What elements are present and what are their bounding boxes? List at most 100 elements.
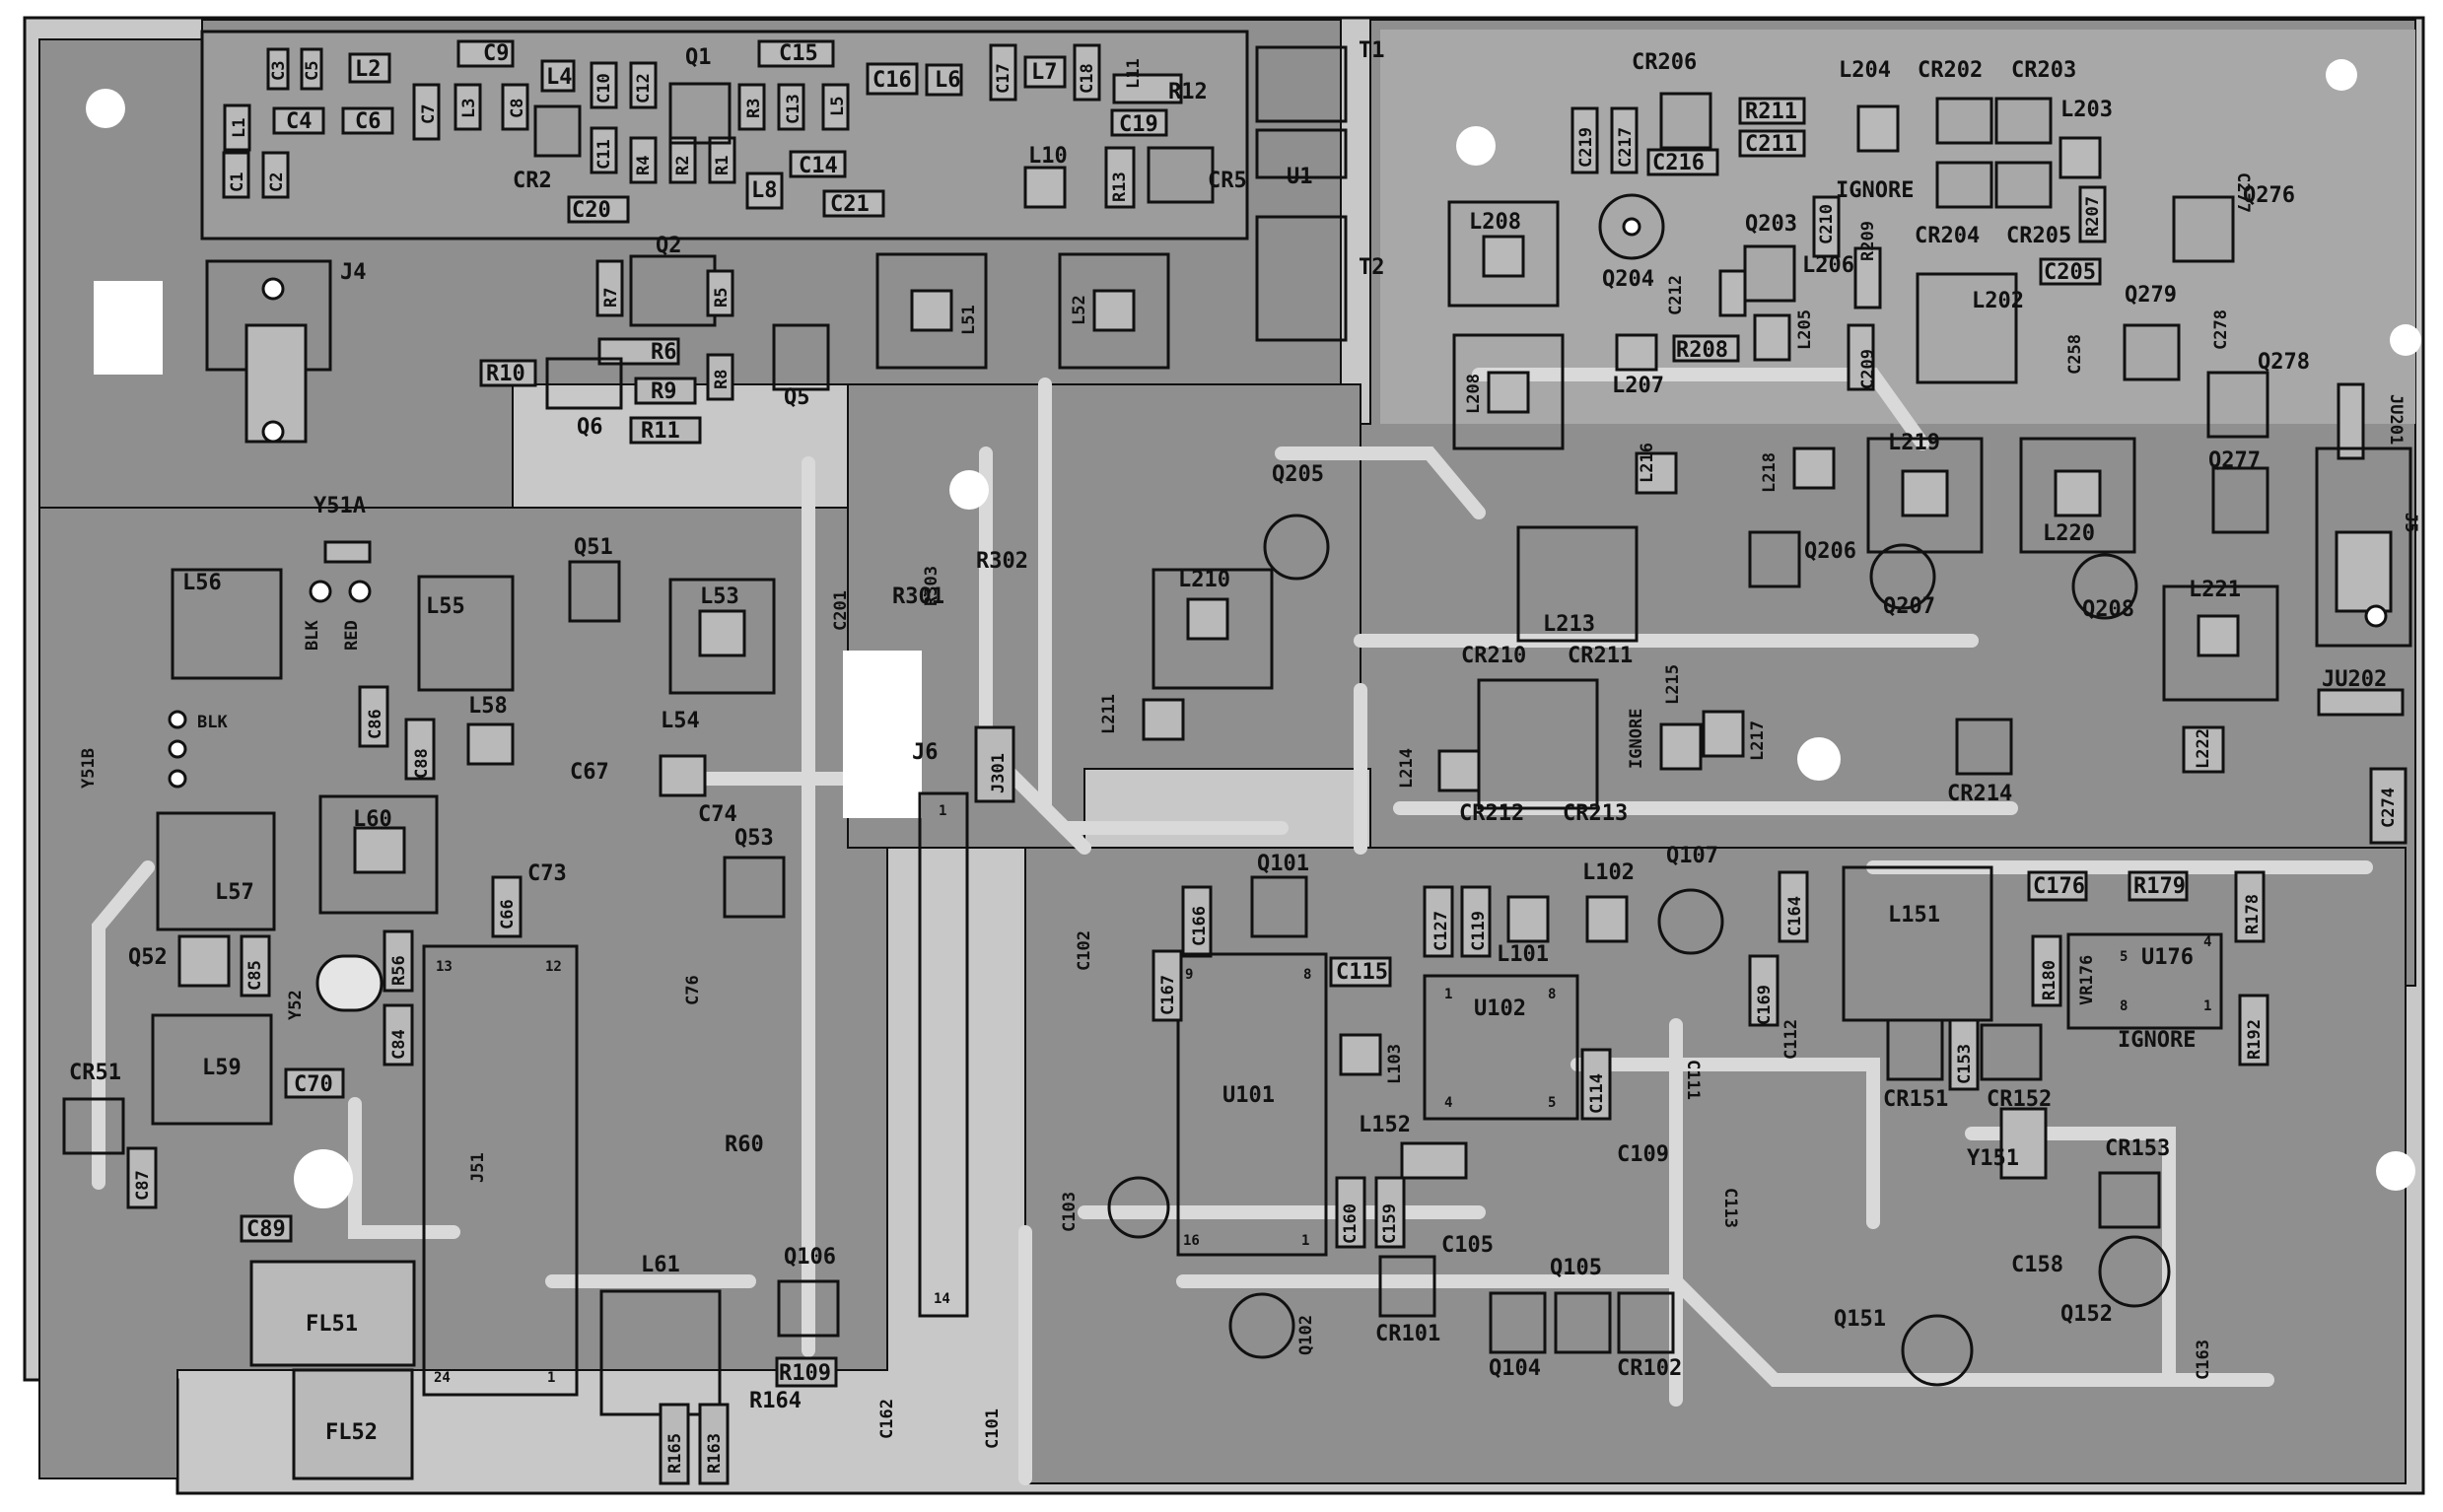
label-Q53: Q53 [734, 826, 774, 851]
label-R3: R3 [744, 99, 764, 118]
label-C216: C216 [1652, 151, 1705, 175]
label-R56: R56 [389, 955, 409, 986]
label-C1: C1 [228, 172, 247, 192]
pin-number: 8 [2120, 998, 2128, 1014]
label-Q203: Q203 [1745, 212, 1797, 237]
label-C102: C102 [1075, 930, 1094, 971]
label-J5: J5 [2401, 513, 2420, 532]
label-C164: C164 [1785, 896, 1805, 936]
label-Y51A: Y51A [314, 494, 366, 518]
label-R60: R60 [725, 1133, 764, 1157]
label-IGNORE-1: IGNORE [1836, 178, 1914, 203]
ic-u1 [1255, 128, 1348, 179]
label-U102: U102 [1474, 997, 1526, 1021]
ic-u51-j51 [422, 944, 579, 1397]
label-C10: C10 [594, 73, 614, 103]
label-CR210: CR210 [1461, 644, 1526, 668]
label-C14: C14 [799, 154, 838, 178]
label-R109: R109 [779, 1361, 831, 1386]
label-Q277: Q277 [2208, 448, 2261, 473]
label-C219: C219 [1576, 127, 1596, 168]
label-CR51: CR51 [69, 1061, 121, 1085]
label-R180: R180 [2040, 960, 2059, 1000]
rf-frontend-components [222, 39, 1348, 342]
label-L52: L52 [1070, 295, 1089, 325]
label-R208: R208 [1676, 338, 1728, 363]
pin-number: 1 [1444, 987, 1452, 1002]
label-C18: C18 [1078, 63, 1097, 94]
pin-number: 24 [434, 1370, 451, 1386]
label-R5: R5 [712, 288, 732, 308]
ic-u102 [1423, 974, 1579, 1121]
label-CR203: CR203 [2011, 58, 2076, 83]
label-C13: C13 [784, 94, 803, 124]
label-L57: L57 [215, 880, 254, 905]
label-C7: C7 [419, 104, 439, 124]
label-C278: C278 [2211, 309, 2231, 350]
label-L210: L210 [1178, 568, 1230, 592]
pin-number: 4 [1444, 1095, 1452, 1111]
label-C15: C15 [779, 41, 818, 66]
label-L221: L221 [2189, 578, 2241, 602]
label-CR202: CR202 [1918, 58, 1983, 83]
label-C209: C209 [1858, 349, 1878, 389]
label-L6: L6 [935, 68, 961, 93]
pin-number: 16 [1183, 1233, 1200, 1249]
label-C87: C87 [133, 1170, 153, 1201]
label-R8: R8 [712, 370, 732, 389]
label-L2: L2 [355, 57, 382, 82]
label-R9: R9 [651, 379, 677, 404]
label-J301: J301 [989, 753, 1009, 793]
pin-number: 9 [1185, 967, 1193, 983]
label-L216: L216 [1638, 443, 1657, 483]
label-R13: R13 [1110, 172, 1130, 202]
bottom-section-components [918, 725, 2269, 1387]
label-U176: U176 [2141, 945, 2194, 970]
label-Q208: Q208 [2082, 597, 2134, 622]
label-C217: C217 [1616, 127, 1636, 168]
label-JU202: JU202 [2322, 667, 2387, 692]
label-L8: L8 [751, 178, 778, 203]
label-C119: C119 [1469, 911, 1489, 951]
label-J4: J4 [340, 260, 367, 285]
label-C162: C162 [877, 1399, 897, 1439]
label-Q276: Q276 [2243, 183, 2295, 208]
label-Q279: Q279 [2125, 283, 2177, 308]
label-R192: R192 [2245, 1019, 2265, 1060]
label-L51: L51 [959, 305, 979, 335]
label-T1: T1 [1359, 38, 1385, 63]
label-L214: L214 [1397, 748, 1417, 789]
label-Q151: Q151 [1834, 1307, 1886, 1332]
label-C167: C167 [1158, 975, 1178, 1015]
label-L5: L5 [828, 97, 848, 116]
label-CR211: CR211 [1568, 644, 1633, 668]
label-C169: C169 [1755, 985, 1775, 1025]
label-C8: C8 [508, 99, 527, 118]
label-C159: C159 [1380, 1203, 1400, 1244]
label-R302: R302 [976, 549, 1028, 574]
label-R4: R4 [634, 156, 654, 175]
label-C2: C2 [267, 172, 287, 192]
label-J6: J6 [912, 740, 939, 765]
label-C274: C274 [2379, 788, 2399, 828]
label-BLK-1: BLK [303, 620, 322, 651]
label-Q207: Q207 [1883, 594, 1935, 619]
label-C3: C3 [269, 61, 289, 81]
label-L61: L61 [641, 1253, 680, 1277]
label-L219: L219 [1888, 431, 1940, 455]
label-CR212: CR212 [1459, 801, 1524, 826]
label-L54: L54 [661, 709, 700, 733]
label-C12: C12 [634, 73, 654, 103]
label-CR204: CR204 [1915, 224, 1980, 248]
label-L203: L203 [2060, 98, 2113, 122]
label-C21: C21 [830, 192, 870, 217]
label-C113: C113 [1720, 1188, 1740, 1228]
label-JU201: JU201 [2386, 394, 2406, 445]
label-CR206: CR206 [1632, 50, 1697, 75]
label-L55: L55 [426, 594, 465, 619]
label-R165: R165 [665, 1433, 685, 1474]
label-R303: R303 [922, 566, 942, 606]
label-C101: C101 [983, 1409, 1003, 1449]
if-section-components [1447, 92, 2412, 648]
label-C109: C109 [1617, 1142, 1669, 1167]
